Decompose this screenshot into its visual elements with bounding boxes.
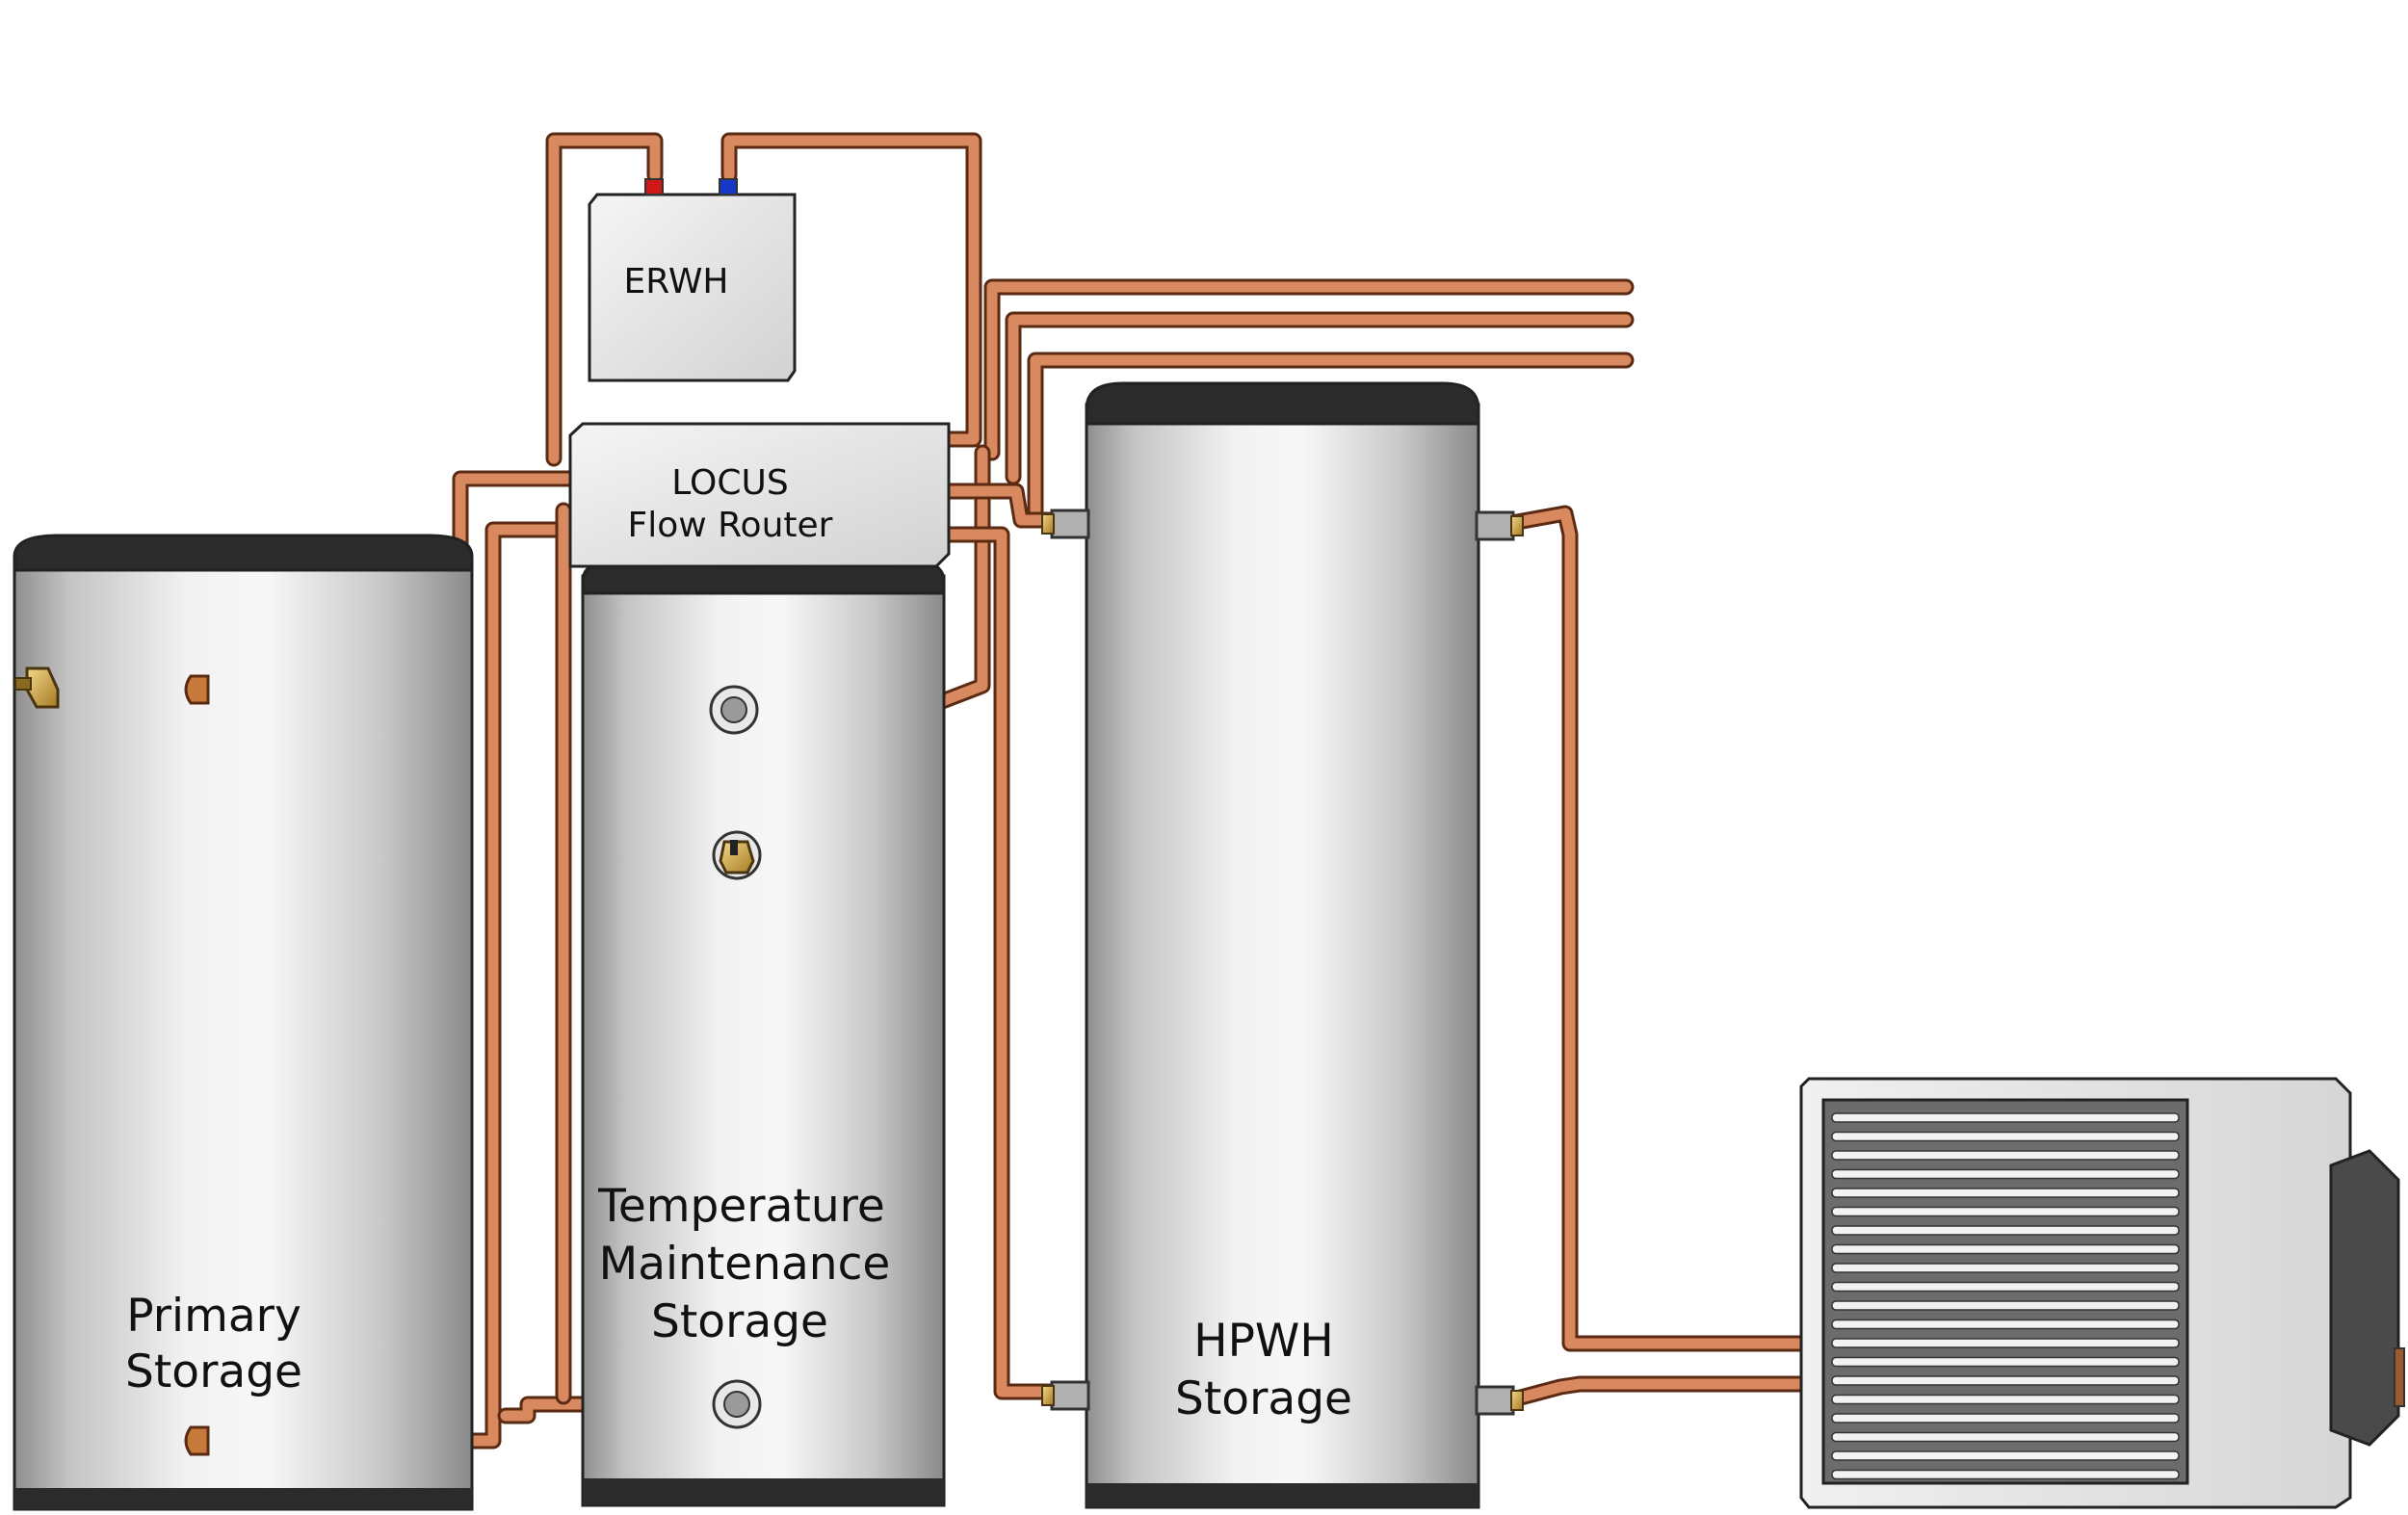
- hpwh-storage-tank: HPWH Storage: [1041, 381, 1524, 1509]
- grille-slat: [1831, 1319, 2180, 1330]
- tm-label-line2: Maintenance: [599, 1238, 891, 1291]
- router-label-line1: LOCUS: [671, 463, 788, 503]
- erwh-label: ERWH: [624, 262, 729, 301]
- erwh-unit: ERWH: [588, 178, 797, 382]
- grille-slat: [1831, 1225, 2180, 1236]
- grille-slat: [1831, 1431, 2180, 1443]
- grille-slat: [1831, 1263, 2180, 1273]
- grille-slat: [1831, 1300, 2180, 1311]
- pipe-heatpump-upper-fill: [1511, 508, 1807, 1349]
- grille-slat: [1831, 1150, 2180, 1161]
- temperature-maintenance-tank: Temperature Maintenance Storage: [581, 559, 946, 1507]
- grille-slat: [1831, 1450, 2180, 1461]
- hot-port-icon: [644, 178, 664, 196]
- pipe-supply-3-fill: [1030, 354, 1632, 516]
- grille-slat: [1831, 1356, 2180, 1368]
- primary-storage-tank: Primary Storage: [13, 534, 474, 1511]
- hpwh-label-line2: Storage: [1175, 1372, 1352, 1425]
- pipe-hpwh-bottom-fill: [938, 529, 1056, 1397]
- pipe-fitting-icon: [184, 674, 210, 705]
- primary-label-line1: Primary: [126, 1290, 301, 1343]
- pipe-hpwh-top-fill: [938, 485, 1056, 526]
- cold-port-icon: [719, 178, 738, 196]
- pipe-supply-2-fill: [1008, 314, 1632, 483]
- grille-slat: [1831, 1243, 2180, 1255]
- pipe-fitting-icon: [712, 1379, 762, 1429]
- brass-valve-icon: [712, 830, 762, 880]
- pipe-fitting-icon: [184, 1425, 210, 1456]
- pipe-supply-1-fill: [986, 281, 1632, 458]
- pipe-fitting-icon: [1041, 1380, 1090, 1411]
- pipe-heatpump-lower-fill: [1511, 1378, 1807, 1404]
- service-valve-icon: [2394, 1347, 2405, 1407]
- grille-slat: [1831, 1281, 2180, 1293]
- grille-slat: [1831, 1206, 2180, 1217]
- grille-slat: [1831, 1338, 2180, 1348]
- grille-slat: [1831, 1394, 2180, 1405]
- heat-pump-side-cover: [2329, 1149, 2400, 1447]
- pipe-fitting-icon: [709, 685, 759, 735]
- hpwh-label-line1: HPWH: [1193, 1315, 1334, 1368]
- tm-label-line1: Temperature: [597, 1180, 885, 1233]
- grille-slat: [1831, 1131, 2180, 1142]
- pipe-erwh-hot-out-fill: [548, 135, 661, 464]
- brass-valve-icon: [14, 666, 60, 709]
- grille-slat: [1831, 1112, 2180, 1123]
- pipe-heatpump-upper: [1508, 505, 1810, 1352]
- locus-flow-router: LOCUS Flow Router: [568, 422, 951, 568]
- router-label-line2: Flow Router: [628, 506, 833, 545]
- pipe-fitting-icon: [1475, 510, 1524, 541]
- pipe-fitting-icon: [1041, 509, 1090, 539]
- grille-bars: [1831, 1112, 2180, 1480]
- grille-slat: [1831, 1413, 2180, 1424]
- tm-label-line3: Storage: [651, 1295, 828, 1348]
- pipe-erwh-cold-in-fill: [723, 135, 980, 445]
- primary-label-line2: Storage: [125, 1345, 302, 1398]
- grille-slat: [1831, 1168, 2180, 1180]
- heat-pump-unit: [1799, 1077, 2405, 1509]
- grille-slat: [1831, 1375, 2180, 1386]
- grille-slat: [1831, 1188, 2180, 1198]
- grille-slat: [1831, 1469, 2180, 1480]
- pipe-fitting-icon: [1475, 1385, 1524, 1416]
